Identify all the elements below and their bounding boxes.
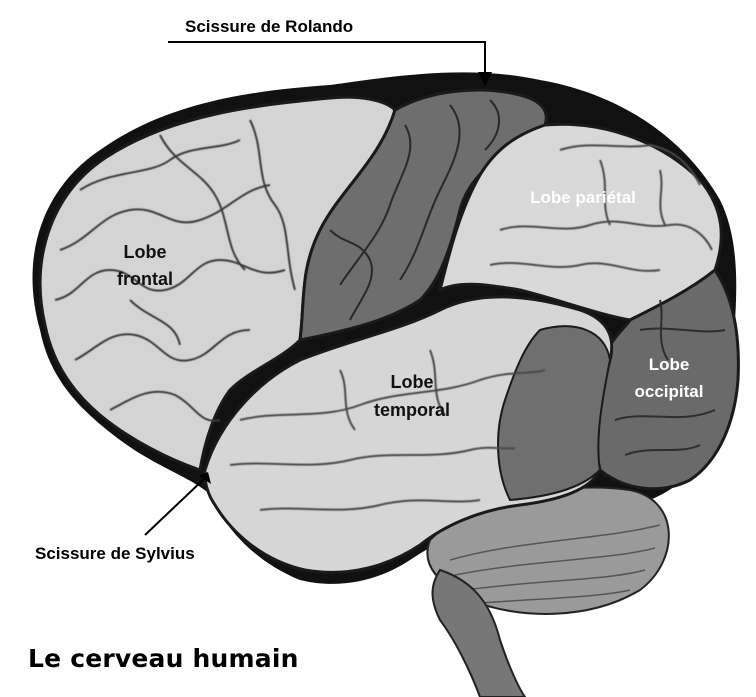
temporal-label-line2: temporal [374,400,450,420]
sylvius-label: Scissure de Sylvius [35,544,195,563]
frontal-label-line2: frontal [117,269,173,289]
frontal-label-line1: Lobe [124,242,167,262]
parietal-label: Lobe pariétal [530,188,636,207]
occipital-label-line2: occipital [635,382,704,401]
sylvius-leader-line [145,478,205,535]
figure-caption: Le cerveau humain [28,644,299,673]
rolando-label: Scissure de Rolando [185,17,353,36]
occipital-label-line1: Lobe [649,355,690,374]
rolando-leader-line [168,42,485,78]
temporal-label-line1: Lobe [391,372,434,392]
